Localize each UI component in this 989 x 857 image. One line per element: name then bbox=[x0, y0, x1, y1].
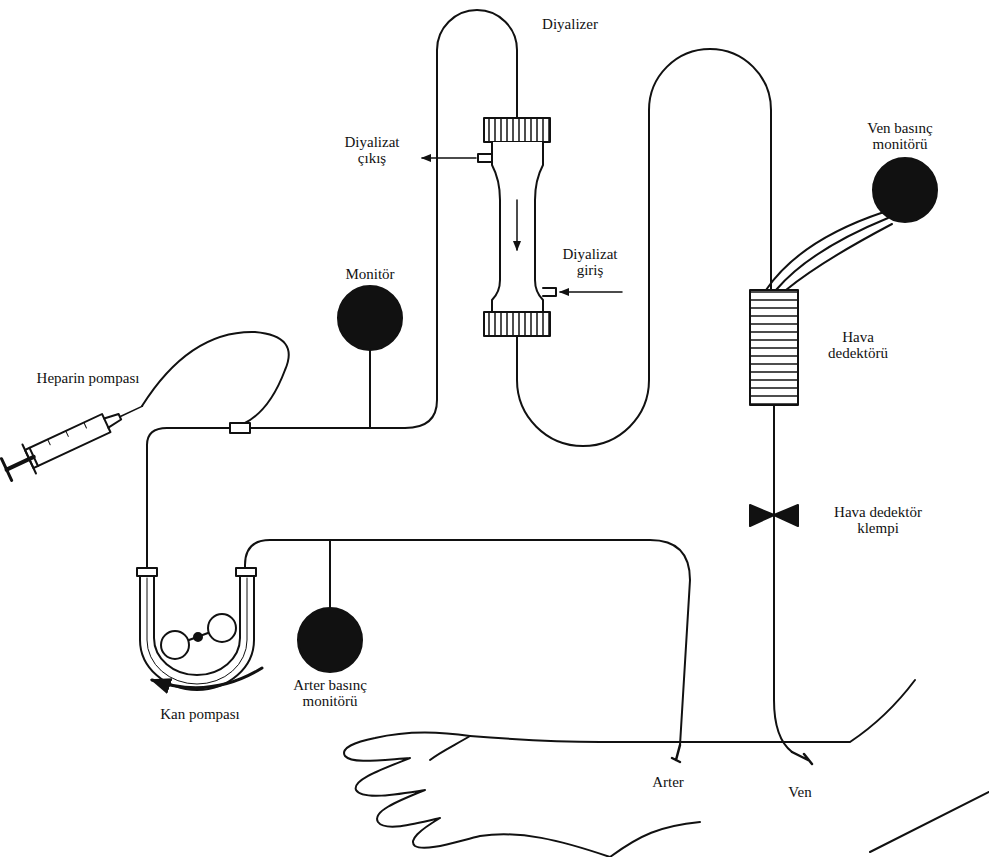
venous-pressure-lines bbox=[766, 212, 892, 290]
pump-housing-inner bbox=[154, 575, 240, 675]
dialysate-in-arrow bbox=[560, 291, 622, 293]
part-label: Heparin pompası bbox=[37, 370, 140, 387]
pump-segment-tube bbox=[147, 578, 247, 684]
arm-underside bbox=[610, 792, 989, 857]
dialysate-inlet-port bbox=[543, 288, 556, 296]
heparin-line bbox=[142, 332, 289, 423]
pump-connector bbox=[236, 568, 256, 576]
arterial-tube bbox=[245, 540, 690, 745]
part-label: Arter basınç monitörü bbox=[275, 677, 385, 710]
port-label: Diyalizat giriş bbox=[555, 246, 625, 279]
venous-pressure-monitor bbox=[873, 158, 937, 222]
air-detector-clamp bbox=[750, 505, 798, 526]
arterial-pressure-branch bbox=[329, 540, 331, 608]
flow-arrow bbox=[516, 200, 518, 250]
monitor-branch bbox=[369, 350, 371, 428]
heparin-syringe bbox=[0, 392, 149, 484]
part-label: Hava dedektörü bbox=[818, 329, 898, 362]
part-label: Kan pompası bbox=[160, 706, 240, 723]
forearm-outline bbox=[470, 680, 915, 742]
pump-rotation-arrow bbox=[152, 668, 262, 688]
dialyzer-bottom-cap bbox=[484, 312, 550, 336]
air-detector bbox=[750, 290, 798, 405]
site-label: Ven bbox=[788, 784, 811, 801]
venous-needle bbox=[792, 752, 812, 764]
site-label: Arter bbox=[652, 774, 684, 791]
dialyzer-top-cap bbox=[484, 118, 550, 142]
thumb-outline bbox=[430, 736, 470, 760]
part-label: Diyalizer bbox=[542, 16, 598, 33]
arterial-tube-to-dialyzer bbox=[147, 10, 517, 568]
monitor bbox=[338, 286, 402, 350]
venous-tube bbox=[517, 49, 771, 446]
dialyzer-body bbox=[492, 142, 543, 312]
pump-rotor-hub bbox=[194, 633, 202, 641]
dialysate-outlet-port bbox=[478, 154, 492, 162]
pump-roller bbox=[161, 631, 189, 659]
port-label: Diyalizat çıkış bbox=[336, 134, 408, 167]
pump-housing bbox=[140, 575, 254, 690]
arterial-pressure-monitor bbox=[298, 608, 362, 672]
hand-outline bbox=[344, 732, 610, 857]
part-label: Ven basınç monitörü bbox=[850, 120, 950, 153]
pump-rotor-arm bbox=[189, 633, 208, 640]
dialysate-out-arrow bbox=[422, 157, 476, 159]
pump-connector bbox=[137, 568, 157, 576]
venous-return-tube bbox=[774, 405, 792, 752]
arterial-needle bbox=[672, 745, 680, 762]
heparin-junction bbox=[230, 423, 250, 433]
part-label: Hava dedektör klempi bbox=[823, 504, 933, 537]
part-label: Monitör bbox=[345, 266, 394, 283]
pump-roller bbox=[208, 614, 236, 642]
